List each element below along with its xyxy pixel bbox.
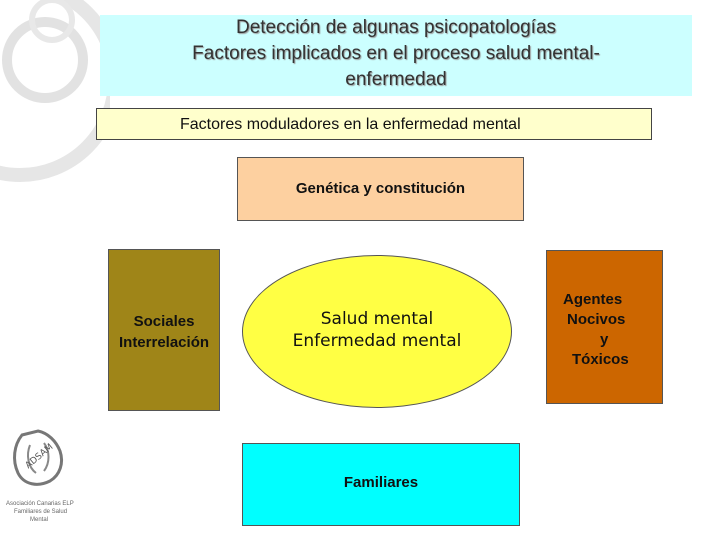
genetica-box [237, 157, 524, 221]
sociales-line-2: Interrelación [118, 334, 210, 351]
agentes-line-3: y [600, 331, 609, 348]
agentes-line-4: Tóxicos [572, 351, 629, 368]
sociales-line-1: Sociales [133, 313, 195, 330]
association-logo: ADSAM Asociación Canarias ELP Familiares… [6, 429, 74, 523]
genetica-label: Genética y constitución [295, 180, 466, 197]
slide-title: Detección de algunas psicopatologías Fac… [100, 15, 692, 93]
familiares-label: Familiares [343, 474, 419, 491]
agentes-box [546, 250, 663, 404]
agentes-line-2: Nocivos [567, 311, 626, 328]
center-line-1: Salud mental [320, 309, 434, 329]
agentes-line-1: Agentes [563, 291, 623, 308]
title-line-1: Detección de algunas psicopatologías [235, 17, 557, 38]
center-label: Salud mental Enfermedad mental [242, 308, 512, 352]
decorative-circles [0, 0, 110, 182]
center-ellipse [242, 255, 512, 408]
agentes-label: Agentes Nocivos y Tóxicos [563, 290, 663, 370]
familiares-box [242, 443, 520, 526]
title-box [100, 15, 692, 96]
svg-text:Asociación Canarias ELP: Asociación Canarias ELP [6, 501, 74, 507]
subtitle-box [96, 108, 652, 140]
title-line-2: Factores implicados en el proceso salud … [192, 43, 600, 64]
subtitle: Factores moduladores en la enfermedad me… [180, 116, 521, 133]
svg-text:Familiares de Salud: Familiares de Salud [14, 509, 67, 515]
sociales-label: Sociales Interrelación [104, 311, 224, 353]
title-line-3: enfermedad [345, 69, 447, 90]
svg-text:Mental: Mental [30, 517, 48, 523]
center-line-2: Enfermedad mental [292, 331, 462, 351]
sociales-box [108, 249, 220, 411]
